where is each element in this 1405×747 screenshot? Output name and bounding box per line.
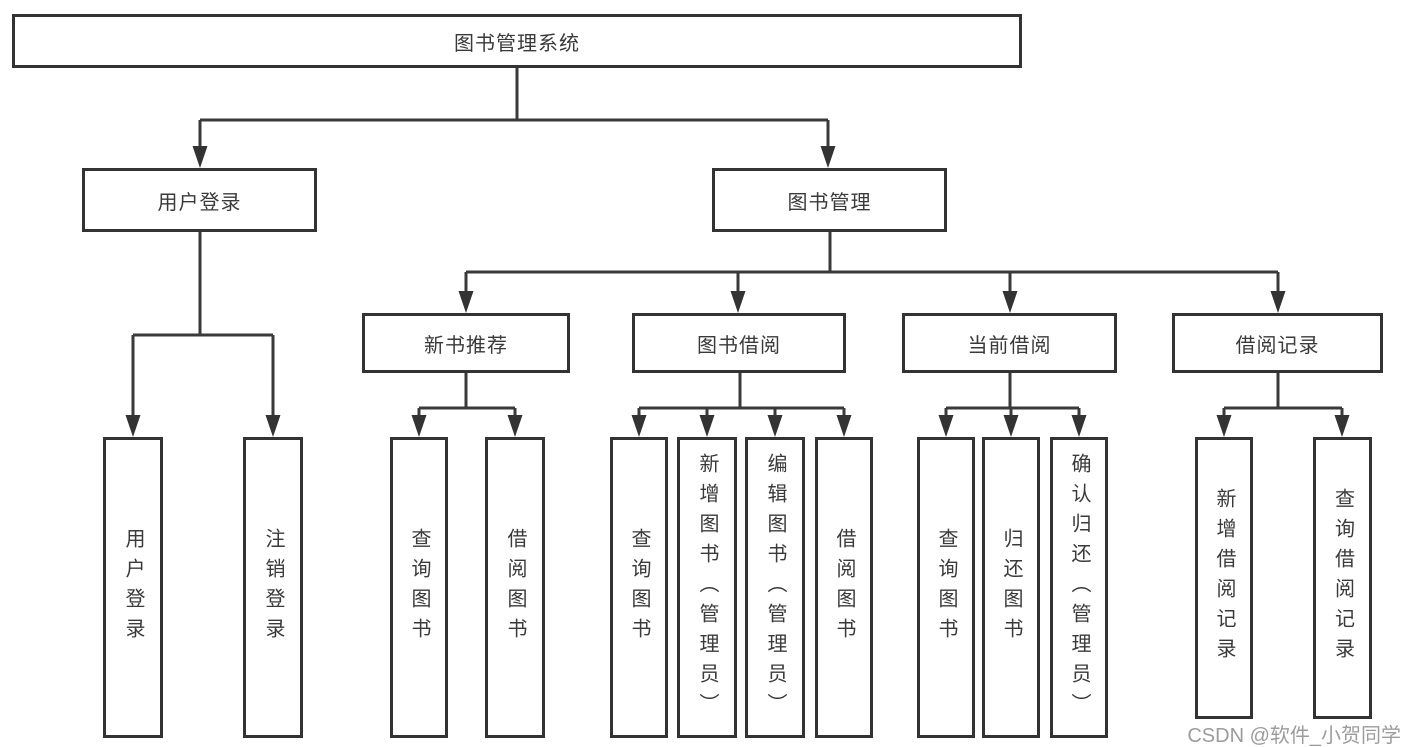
- node-label: 新增借阅记录: [1213, 488, 1235, 668]
- node-label: 用户登录: [122, 527, 144, 648]
- node-library-management-system: 图书管理系统: [12, 14, 1022, 68]
- node-label: 新书推荐: [424, 334, 508, 357]
- leaf-borrow-books-recommend: 借阅图书: [485, 437, 545, 738]
- node-label: 借阅图书: [833, 527, 855, 648]
- node-label: 借阅记录: [1235, 334, 1320, 357]
- node-label: 用户登录: [157, 191, 242, 214]
- leaf-confirm-return-admin: 确认归还（管理员）: [1050, 437, 1108, 738]
- leaf-logout: 注销登录: [243, 437, 303, 738]
- connector-user-login-to-children: [131, 232, 275, 419]
- node-user-login: 用户登录: [82, 168, 317, 232]
- node-label: 图书借阅: [697, 334, 781, 357]
- connector-root-to-level2: [198, 68, 830, 150]
- node-label: 查询借阅记录: [1331, 488, 1354, 668]
- connector-current-borrowing-to-children: [944, 372, 1081, 419]
- leaf-query-books-current: 查询图书: [917, 437, 975, 738]
- node-label: 借阅图书: [504, 527, 526, 648]
- node-label: 查询图书: [408, 527, 430, 648]
- connector-book-management-to-children: [464, 232, 1280, 295]
- node-book-management: 图书管理: [712, 168, 947, 232]
- node-book-borrowing: 图书借阅: [632, 313, 846, 373]
- leaf-edit-books-admin: 编辑图书（管理员）: [745, 437, 805, 738]
- leaf-add-borrowing-record: 新增借阅记录: [1195, 437, 1253, 719]
- leaf-user-login: 用户登录: [103, 437, 163, 738]
- leaf-query-books-recommend: 查询图书: [390, 437, 448, 738]
- node-new-book-recommendation: 新书推荐: [362, 313, 570, 373]
- leaf-query-books-borrowing: 查询图书: [610, 437, 668, 738]
- node-label: 新增图书（管理员）: [696, 452, 718, 723]
- node-label: 图书管理: [787, 191, 872, 214]
- connector-borrowing-records-to-children: [1222, 372, 1344, 419]
- connector-book-borrowing-to-children: [637, 372, 846, 419]
- node-label: 确认归还（管理员）: [1068, 452, 1090, 723]
- node-label: 查询图书: [935, 527, 957, 648]
- leaf-query-borrowing-record: 查询借阅记录: [1313, 437, 1372, 719]
- connector-new-book-to-children: [417, 372, 517, 419]
- node-label: 编辑图书（管理员）: [764, 452, 786, 723]
- node-label: 归还图书: [1000, 527, 1022, 648]
- csdn-watermark: CSDN @软件_小贺同学: [1187, 725, 1401, 747]
- node-label: 查询图书: [628, 527, 650, 648]
- leaf-add-books-admin: 新增图书（管理员）: [677, 437, 737, 738]
- node-current-borrowing: 当前借阅: [902, 313, 1117, 373]
- arrowheads: [125, 146, 1350, 437]
- node-label: 注销登录: [262, 527, 284, 648]
- leaf-return-books: 归还图书: [982, 437, 1040, 738]
- node-label: 图书管理系统: [454, 32, 580, 55]
- node-label: 当前借阅: [967, 334, 1052, 357]
- node-borrowing-records: 借阅记录: [1172, 313, 1383, 373]
- leaf-borrow-books: 借阅图书: [815, 437, 873, 738]
